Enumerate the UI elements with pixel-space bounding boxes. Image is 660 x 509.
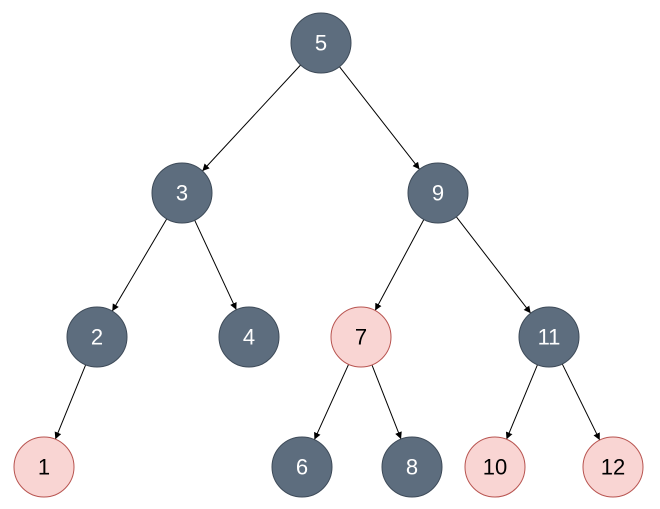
node-label-11: 11 — [538, 325, 561, 350]
tree-node-2: 2 — [66, 306, 128, 368]
tree-node-10: 10 — [464, 436, 526, 498]
node-label-9: 9 — [432, 181, 444, 206]
node-label-2: 2 — [91, 325, 103, 350]
tree-node-3: 3 — [151, 162, 213, 224]
tree-node-12: 12 — [582, 436, 644, 498]
node-circle-8 — [381, 436, 443, 498]
tree-node-4: 4 — [218, 306, 280, 368]
node-circle-11 — [518, 306, 580, 368]
edge-5-to-3 — [202, 64, 301, 172]
edge-3-to-4 — [194, 219, 237, 311]
edge-5-to-9 — [339, 66, 420, 170]
node-circle-6 — [271, 436, 333, 498]
tree-node-1: 1 — [13, 436, 75, 498]
tree-node-11: 11 — [518, 306, 580, 368]
node-label-7: 7 — [355, 325, 367, 350]
edge-9-to-11 — [455, 216, 532, 314]
node-circle-3 — [151, 162, 213, 224]
node-label-3: 3 — [176, 181, 188, 206]
edge-11-to-10 — [505, 364, 538, 440]
node-label-4: 4 — [243, 325, 255, 350]
tree-node-8: 8 — [381, 436, 443, 498]
node-circle-1 — [13, 436, 75, 498]
edge-2-to-1 — [54, 364, 87, 440]
tree-node-7: 7 — [330, 306, 392, 368]
edge-9-to-7 — [374, 219, 425, 311]
node-label-5: 5 — [315, 31, 327, 56]
node-circle-2 — [66, 306, 128, 368]
node-circle-7 — [330, 306, 392, 368]
node-circle-5 — [290, 12, 352, 74]
edge-7-to-8 — [371, 364, 402, 440]
edge-11-to-12 — [561, 363, 601, 441]
node-label-1: 1 — [38, 455, 50, 480]
edge-3-to-2 — [111, 218, 168, 312]
tree-node-5: 5 — [290, 12, 352, 74]
node-circle-9 — [407, 162, 469, 224]
node-circle-4 — [218, 306, 280, 368]
node-label-8: 8 — [406, 455, 418, 480]
edge-7-to-6 — [313, 364, 350, 440]
node-circle-12 — [582, 436, 644, 498]
node-label-10: 10 — [483, 455, 507, 480]
node-circle-10 — [464, 436, 526, 498]
tree-node-6: 6 — [271, 436, 333, 498]
edges-layer — [54, 64, 601, 441]
node-label-6: 6 — [296, 455, 308, 480]
tree-node-9: 9 — [407, 162, 469, 224]
node-label-12: 12 — [601, 455, 625, 480]
